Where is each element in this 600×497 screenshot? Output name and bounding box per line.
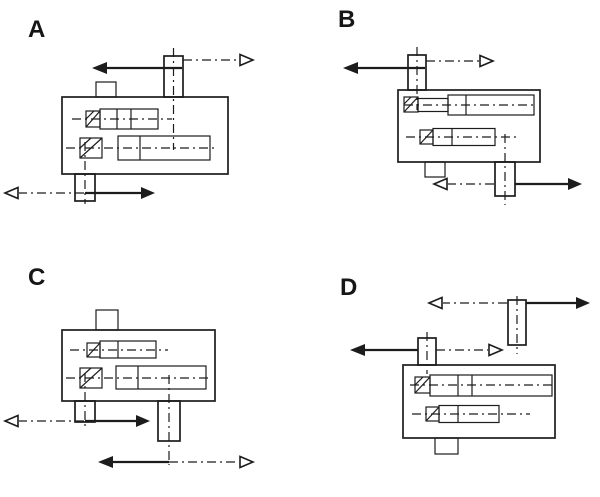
solid-arrow-left	[92, 62, 182, 74]
gear-cylinder	[99, 340, 157, 359]
top-boss	[95, 309, 119, 331]
open-arrow-right	[436, 343, 505, 357]
gear-cylinder	[438, 404, 500, 424]
bottom-boss	[424, 161, 446, 178]
gearbox-housing	[61, 96, 229, 175]
bearing-block	[86, 342, 101, 358]
open-arrow-right	[183, 53, 256, 67]
solid-arrow-right	[526, 297, 590, 309]
gear-cylinder	[99, 108, 159, 130]
open-arrow-left	[2, 186, 84, 200]
open-arrow-right	[426, 54, 496, 68]
solid-arrow-left	[343, 62, 425, 74]
output-shaft	[74, 173, 96, 202]
gear-cylinder	[429, 374, 553, 397]
gear-cylinder	[432, 127, 496, 147]
solid-arrow-right	[85, 187, 155, 199]
solid-arrow-left	[98, 456, 169, 468]
gear-cylinder	[447, 94, 535, 116]
gearbox-housing	[397, 89, 541, 163]
panel-c-label: C	[28, 264, 47, 291]
solid-arrow-right	[85, 415, 150, 427]
solid-arrow-right	[515, 178, 582, 190]
bearing-block	[79, 137, 103, 159]
output-shaft	[494, 161, 516, 197]
panel-b-label: B	[338, 6, 357, 33]
panel-d-drawing	[350, 296, 590, 455]
solid-arrow-left	[350, 344, 418, 356]
output-shaft	[507, 299, 527, 346]
panel-a-label: A	[28, 16, 47, 43]
open-arrow-left	[431, 177, 494, 191]
gear-cylinder	[117, 135, 211, 161]
top-boss	[95, 81, 117, 98]
panel-d-label: D	[340, 274, 359, 301]
bottom-boss	[434, 437, 459, 455]
panel-b-drawing	[343, 47, 582, 205]
open-arrow-left	[2, 414, 84, 428]
panel-a-drawing	[2, 48, 256, 204]
open-arrow-left	[426, 296, 507, 310]
gearbox-housing	[402, 364, 556, 439]
gear-cylinder	[115, 365, 207, 390]
gearbox-housing	[61, 329, 216, 402]
panel-c-drawing	[2, 309, 256, 469]
output-shaft	[157, 400, 181, 442]
open-arrow-right	[169, 455, 256, 469]
